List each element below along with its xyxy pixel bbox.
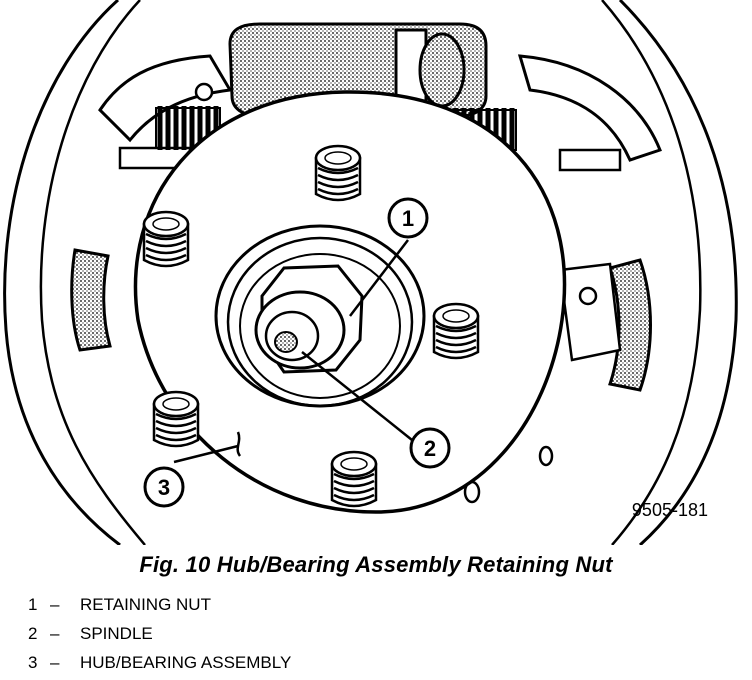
legend-label: HUB/BEARING ASSEMBLY (80, 653, 292, 672)
legend-number: 2 (28, 624, 38, 643)
brake-hub-illustration: 1 2 3 9505-181 (3, 0, 738, 545)
legend-label: SPINDLE (80, 624, 153, 643)
callout-1-number: 1 (402, 206, 414, 231)
legend-label: RETAINING NUT (80, 595, 211, 614)
backing-plate (3, 0, 738, 545)
figure-code: 9505-181 (632, 500, 708, 520)
legend-item: 1 – RETAINING NUT (28, 590, 291, 619)
legend-number: 3 (28, 653, 38, 672)
legend-item: 3 – HUB/BEARING ASSEMBLY (28, 648, 291, 677)
brake-shoes (70, 54, 662, 392)
callout-2: 2 (409, 427, 451, 469)
callout-2-number: 2 (424, 436, 436, 461)
legend-separator: – (50, 653, 60, 672)
legend-separator: – (50, 595, 60, 614)
legend-item: 2 – SPINDLE (28, 619, 291, 648)
callout-3: 3 (143, 466, 185, 508)
spindle (254, 290, 346, 370)
callout-3-number: 3 (158, 475, 170, 500)
leader-lines (173, 239, 413, 464)
callout-1: 1 (387, 197, 429, 239)
legend-separator: – (50, 624, 60, 643)
figure-caption: Fig. 10 Hub/Bearing Assembly Retaining N… (139, 552, 613, 577)
shoe-hardware (118, 82, 622, 504)
legend: 1 – RETAINING NUT 2 – SPINDLE 3 – HUB/BE… (28, 590, 291, 677)
legend-number: 1 (28, 595, 38, 614)
